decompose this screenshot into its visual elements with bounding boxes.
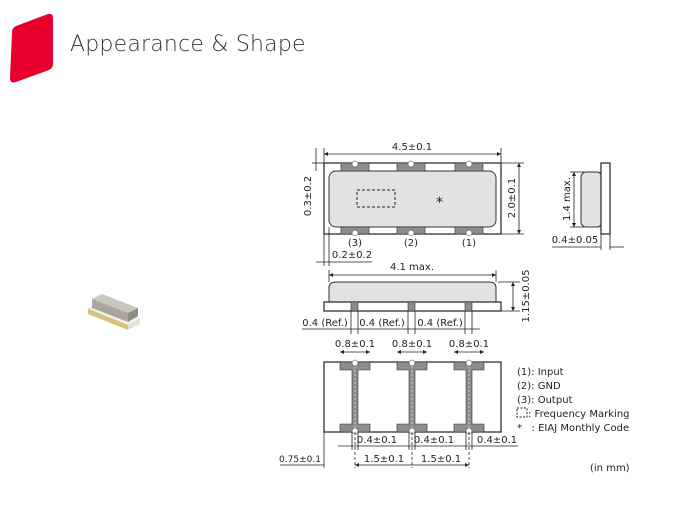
svg-text:1.15±0.05: 1.15±0.05 <box>521 270 532 323</box>
svg-text:1.4 max.: 1.4 max. <box>562 177 573 221</box>
svg-text:(1): (1) <box>462 238 476 249</box>
brand-logo <box>10 13 53 83</box>
svg-text:0.8±0.1: 0.8±0.1 <box>335 339 375 350</box>
legend-item: (1): Input <box>517 367 564 378</box>
page-title: Appearance & Shape <box>70 32 306 57</box>
units-note: (in mm) <box>590 463 630 474</box>
svg-text:0.3±0.2: 0.3±0.2 <box>303 176 314 216</box>
svg-text:0.4±0.1: 0.4±0.1 <box>414 435 454 446</box>
svg-text:0.8±0.1: 0.8±0.1 <box>392 339 432 350</box>
svg-text:4.1 max.: 4.1 max. <box>390 262 434 273</box>
svg-text:2.0±0.1: 2.0±0.1 <box>507 178 518 218</box>
frequency-marking-symbol <box>516 407 528 418</box>
monthly-code-marker: * <box>436 195 443 211</box>
front-view: 4.1 max. 1.15±0.05 0.4 (Ref.) 0.4 (Ref.)… <box>302 262 532 334</box>
side-view: 1.4 max. 0.4±0.05 <box>552 162 624 250</box>
svg-text:0.8±0.1: 0.8±0.1 <box>449 339 489 350</box>
svg-text:0.4±0.1: 0.4±0.1 <box>477 435 517 446</box>
legend-item: * : EIAJ Monthly Code <box>517 423 629 434</box>
svg-text:0.4±0.1: 0.4±0.1 <box>357 435 397 446</box>
legend: (1): Input (2): GND (3): Output : Freque… <box>516 367 630 434</box>
svg-text:0.2±0.2: 0.2±0.2 <box>332 250 372 261</box>
top-view: * 4.5±0.1 2.0±0.1 0.3±0.2 (3) (2) (1) 0.… <box>303 142 524 266</box>
svg-text:(3): (3) <box>348 238 362 249</box>
frequency-marking-box <box>356 189 396 208</box>
svg-text:0.75±0.1: 0.75±0.1 <box>279 455 321 465</box>
svg-text:0.4 (Ref.): 0.4 (Ref.) <box>417 318 463 329</box>
svg-text:0.4 (Ref.): 0.4 (Ref.) <box>302 318 348 329</box>
svg-text:1.5±0.1: 1.5±0.1 <box>364 454 404 465</box>
svg-text:4.5±0.1: 4.5±0.1 <box>392 142 432 153</box>
svg-text:0.4 (Ref.): 0.4 (Ref.) <box>359 318 405 329</box>
legend-item: (3): Output <box>517 395 573 406</box>
bottom-view: 0.8±0.1 0.8±0.1 0.8±0.1 0.4±0.1 0.4±0.1 … <box>279 339 518 468</box>
svg-text:(2): (2) <box>404 238 418 249</box>
legend-item: : Frequency Marking <box>528 409 630 420</box>
legend-item: (2): GND <box>517 381 561 392</box>
svg-text:1.5±0.1: 1.5±0.1 <box>421 454 461 465</box>
svg-text:0.4±0.05: 0.4±0.05 <box>552 235 599 246</box>
product-photo <box>87 294 141 330</box>
